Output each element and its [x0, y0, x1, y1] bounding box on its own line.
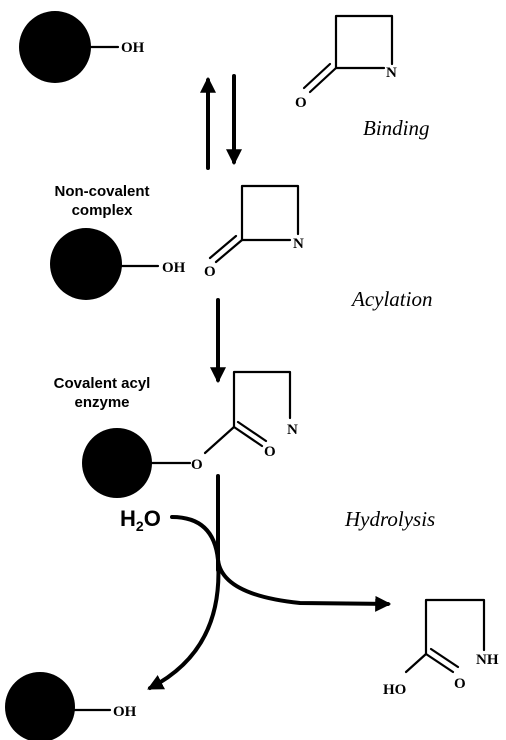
- acid-carbonyl-bond: [424, 652, 455, 674]
- ester-bond: [203, 425, 236, 455]
- noncovalent-caption-1: Non-covalent: [54, 183, 149, 200]
- acid-oh-bond: [404, 652, 428, 674]
- carbonyl-double-bond: [302, 62, 332, 90]
- water-attack-curve: [170, 515, 220, 562]
- product-chain: [424, 598, 486, 656]
- carbonyl-bond: [214, 238, 244, 264]
- ring-nitrogen: N: [386, 65, 397, 81]
- binding-label: Binding: [363, 116, 430, 140]
- carbonyl-bond: [308, 66, 338, 94]
- enzyme-sphere: [82, 428, 152, 498]
- regenerated-enzyme: OH: [5, 672, 137, 740]
- beta-lactam-free: O N: [295, 14, 397, 111]
- enzyme-sphere: [5, 672, 75, 740]
- enzyme-hydroxyl: OH: [121, 40, 145, 56]
- product-release-arrow: [216, 558, 392, 612]
- enzyme-sphere: [50, 228, 122, 300]
- acid-carbonyl-oxygen: O: [454, 676, 466, 692]
- acyl-carbonyl-bond: [232, 425, 264, 448]
- enzyme-sphere: [19, 11, 91, 83]
- acid-hydroxyl: HO: [383, 682, 406, 698]
- enzyme-regeneration-arrow: [147, 558, 221, 690]
- acyl-caption-2: enzyme: [74, 394, 129, 411]
- enzyme-hydroxyl: OH: [162, 260, 186, 276]
- acid-carbonyl-double-bond: [429, 647, 460, 669]
- ester-oxygen: O: [191, 457, 203, 473]
- enzyme-hydroxyl: OH: [113, 704, 137, 720]
- acyl-enzyme: O O N: [82, 370, 298, 498]
- lactam-ring: [240, 184, 300, 242]
- carbonyl-oxygen: O: [204, 264, 216, 280]
- complex-enzyme: OH: [50, 228, 186, 300]
- beta-lactam-bound: O N: [204, 184, 304, 280]
- noncovalent-caption-2: complex: [72, 202, 134, 219]
- free-enzyme: OH: [19, 11, 145, 83]
- binding-equilibrium-arrows: [200, 74, 242, 170]
- amine-group: NH: [476, 652, 499, 668]
- ring-nitrogen: N: [293, 236, 304, 252]
- acylation-label: Acylation: [350, 287, 432, 311]
- carbonyl-double-bond: [208, 234, 238, 260]
- acyl-carbonyl-double-bond: [236, 420, 268, 443]
- hydrolysis-flow: [147, 474, 392, 690]
- hydrolysed-product: HO O NH: [383, 598, 499, 698]
- acyl-caption-1: Covalent acyl: [54, 375, 151, 392]
- hydrolysis-label: Hydrolysis: [344, 507, 435, 531]
- lactam-ring: [334, 14, 394, 70]
- acyl-chain: [232, 370, 292, 429]
- acyl-carbonyl-oxygen: O: [264, 444, 276, 460]
- water-label: H2O: [120, 506, 161, 534]
- amine-nitrogen: N: [287, 422, 298, 438]
- carbonyl-oxygen: O: [295, 95, 307, 111]
